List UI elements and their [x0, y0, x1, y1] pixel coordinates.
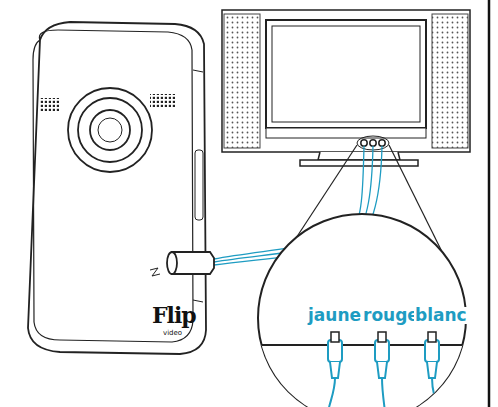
brand-logo-subtitle: video	[163, 330, 182, 337]
flip-camera	[28, 22, 214, 354]
connector-color-label: rouge	[362, 307, 420, 324]
television	[222, 10, 470, 166]
connector-color-label: jaune	[307, 307, 362, 324]
connector-color-label: blanc	[414, 307, 468, 324]
zoom-circle	[250, 214, 480, 407]
page-border	[488, 0, 491, 407]
brand-logo: Flip	[152, 304, 196, 326]
